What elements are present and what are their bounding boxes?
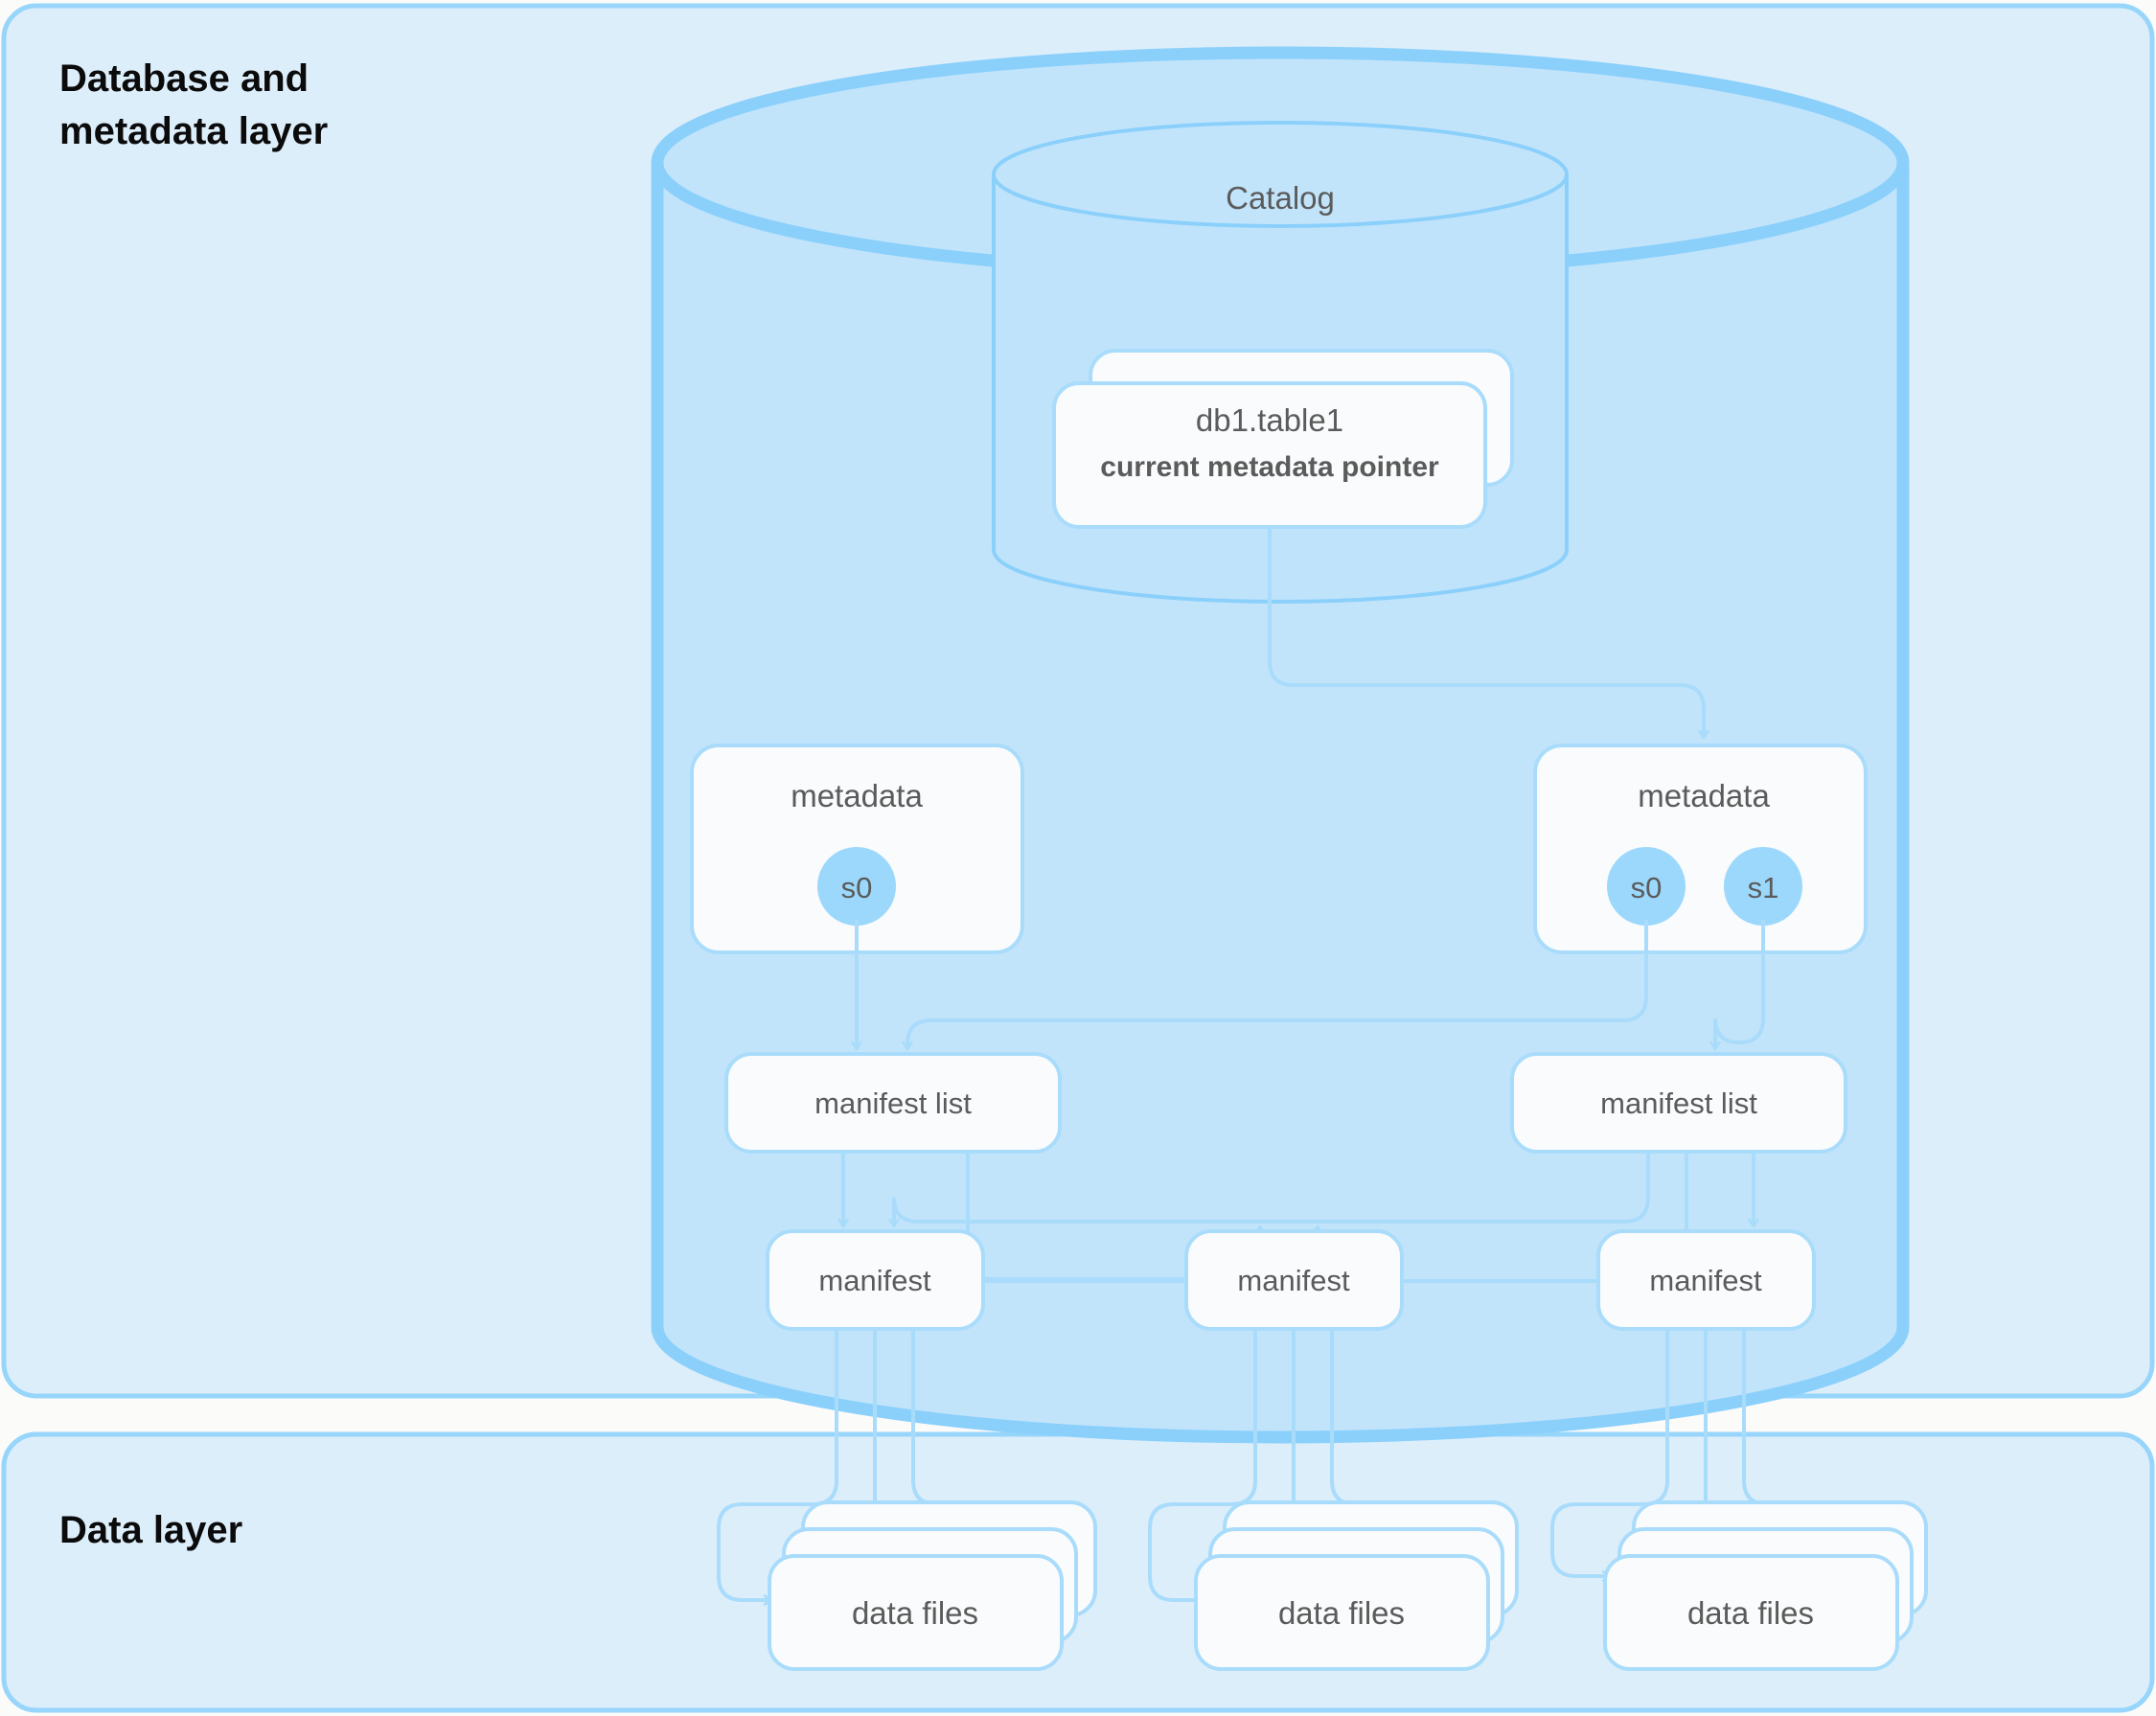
data-files-1-card-front	[768, 1554, 1064, 1671]
connector-metadata-right-s1-to-manifest-list-right	[1709, 920, 1765, 1051]
current-metadata-pointer-card[interactable]: db1.table1 current metadata pointer	[1052, 349, 1514, 529]
data-files-1-label: data files	[852, 1595, 978, 1631]
manifest-3-label: manifest	[1649, 1264, 1762, 1297]
manifest-list-left[interactable]: manifest list	[724, 1052, 1062, 1154]
metadata-left-label: metadata	[791, 778, 923, 813]
manifest-list-right-label: manifest list	[1600, 1087, 1757, 1120]
pointer-subtitle: current metadata pointer	[1100, 451, 1439, 483]
metadata-layer-title-line1: Database and	[59, 57, 309, 100]
manifest-1-label: manifest	[818, 1264, 931, 1297]
data-files-3-card-front	[1603, 1554, 1899, 1671]
manifest-list-right[interactable]: manifest list	[1510, 1052, 1847, 1154]
metadata-file-left[interactable]: metadata s0	[690, 744, 1024, 954]
manifest-2[interactable]: manifest	[1184, 1229, 1404, 1331]
snapshot-label-s0-right: s0	[1631, 871, 1663, 904]
manifest-3[interactable]: manifest	[1596, 1229, 1816, 1331]
pointer-table-name: db1.table1	[1196, 402, 1343, 438]
metadata-file-right[interactable]: metadata s0 s1	[1533, 744, 1868, 954]
snapshot-circle-s0-right[interactable]	[1607, 847, 1686, 926]
snapshot-circle-s0-left[interactable]	[817, 847, 896, 926]
snapshot-circle-s1-right[interactable]	[1724, 847, 1802, 926]
data-files-2-label: data files	[1278, 1595, 1405, 1631]
data-layer-title: Data layer	[59, 1509, 242, 1551]
data-files-2-card-front	[1194, 1554, 1490, 1671]
metadata-layer-title-line2: metadata layer	[59, 110, 328, 152]
manifest-list-left-label: manifest list	[814, 1087, 972, 1120]
data-files-group-1[interactable]: data files	[768, 1500, 1097, 1671]
catalog-label: Catalog	[1226, 180, 1335, 216]
snapshot-label-s0-left: s0	[841, 871, 873, 904]
data-files-group-3[interactable]: data files	[1603, 1500, 1928, 1671]
snapshot-label-s1-right: s1	[1748, 871, 1779, 904]
data-files-group-2[interactable]: data files	[1194, 1500, 1519, 1671]
metadata-right-box	[1533, 744, 1868, 954]
connector-metadata-right-s0-to-manifest-list-left	[902, 920, 1648, 1051]
manifest-2-label: manifest	[1237, 1264, 1350, 1297]
data-files-3-label: data files	[1687, 1595, 1814, 1631]
manifest-list-left-box	[724, 1052, 1062, 1154]
manifest-list-right-box	[1510, 1052, 1847, 1154]
manifest-1[interactable]: manifest	[766, 1229, 985, 1331]
connector-manifest-list-right-to-manifest-1	[888, 1152, 1650, 1228]
connector-pointer-to-metadata-right	[1268, 527, 1709, 740]
metadata-right-label: metadata	[1638, 778, 1770, 813]
